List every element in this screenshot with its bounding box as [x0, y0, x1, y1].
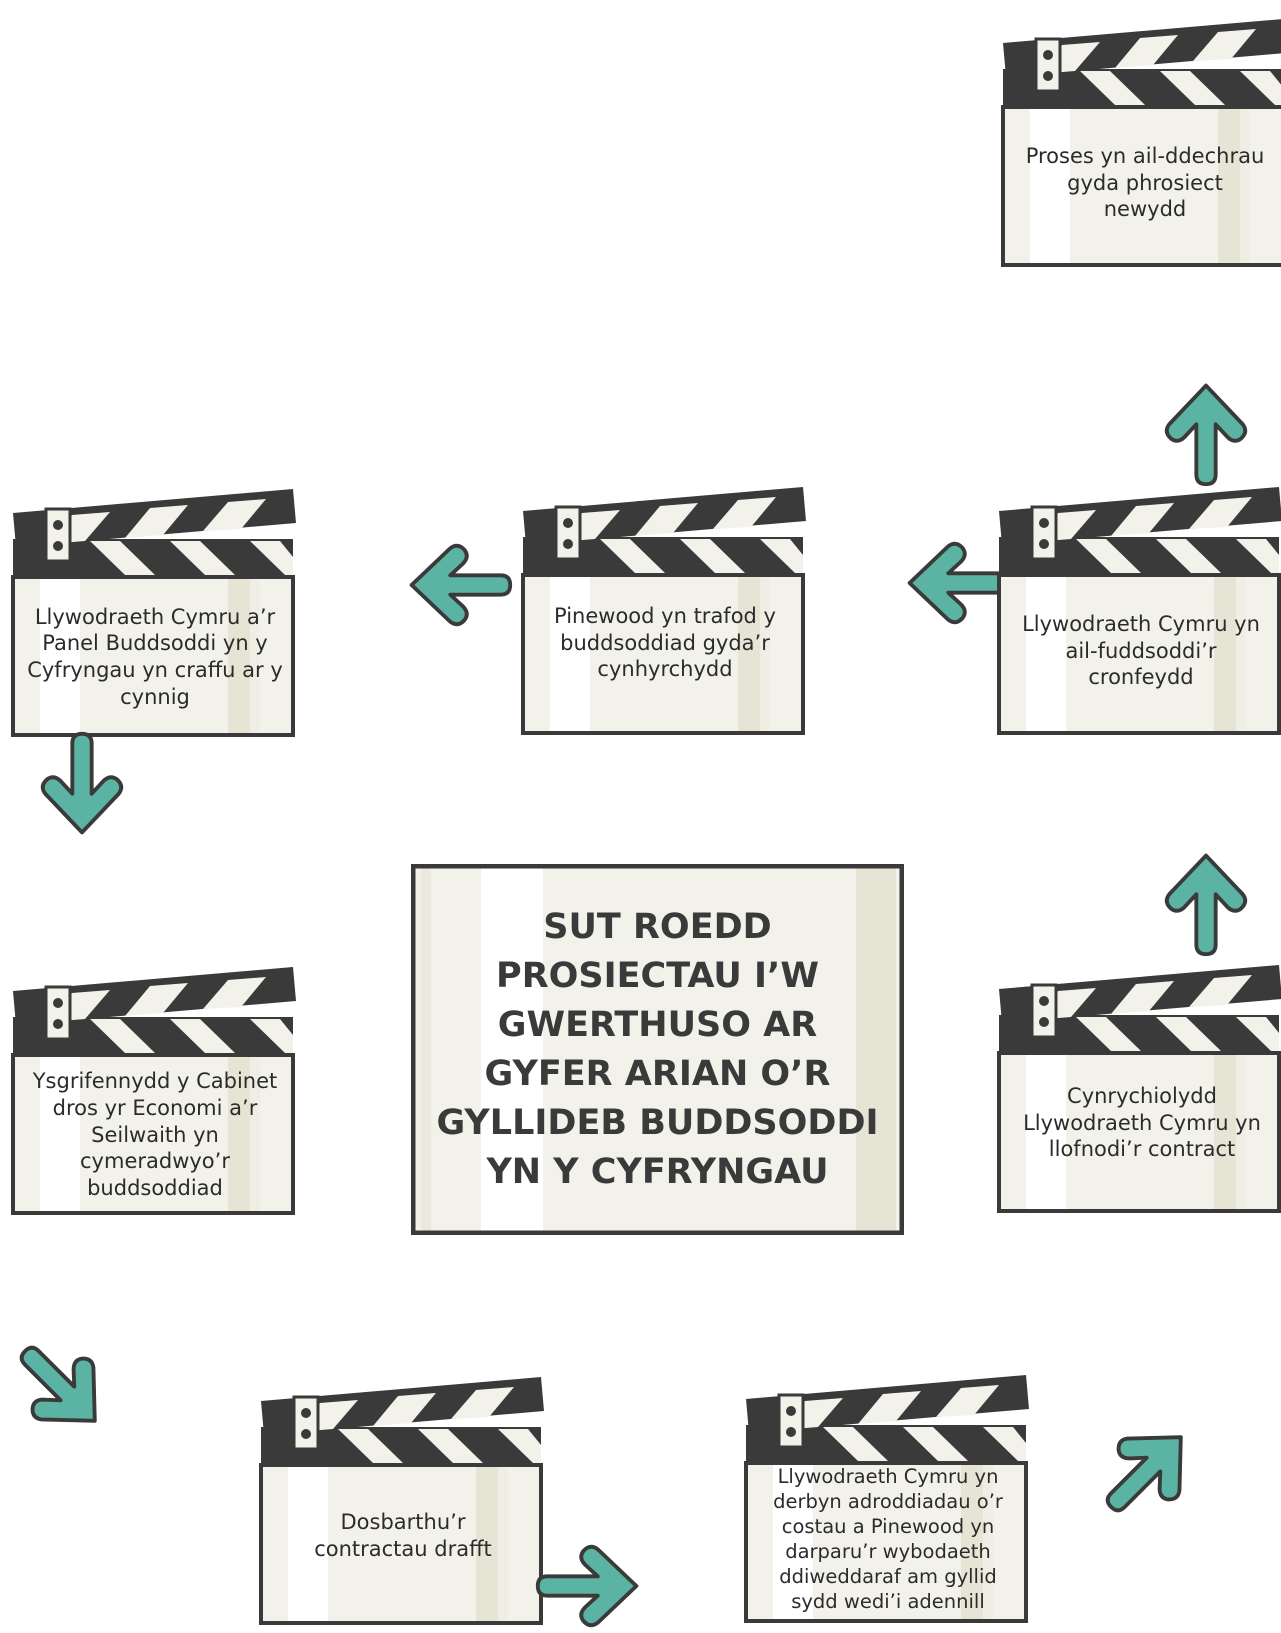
- step-board-1: Llywodraeth Cymru a’r Panel Buddsoddi yn…: [10, 480, 300, 745]
- step-board-8: Proses yn ail-ddechrau gyda phrosiect ne…: [1000, 10, 1281, 275]
- step-4-text: Llywodraeth Cymru yn derbyn adroddiadau …: [773, 1465, 1003, 1613]
- step-board-5: Cynrychiolydd Llywodraeth Cymru yn llofn…: [996, 956, 1281, 1221]
- step-board-4: Llywodraeth Cymru yn derbyn adroddiadau …: [743, 1366, 1033, 1631]
- arrow-down-right-icon: [62, 1306, 226, 1470]
- step-board-3: Dosbarthu’r contractau drafft: [258, 1368, 548, 1633]
- arrow-up-icon: [1090, 316, 1206, 432]
- diagram-title: SUT ROEDD PROSIECTAU I’W GWERTHUSO AR GY…: [436, 906, 879, 1192]
- step-7-text: Pinewood yn trafod y buddsoddiad gyda’r …: [554, 604, 776, 682]
- arrow-up-icon: [1090, 786, 1206, 902]
- arrow-left-icon: [342, 585, 458, 701]
- step-3-text: Dosbarthu’r contractau drafft: [314, 1510, 492, 1561]
- step-board-7: Pinewood yn trafod y buddsoddiad gyda’r …: [520, 478, 810, 743]
- step-board-2: Ysgrifennydd y Cabinet dros yr Economi a…: [10, 958, 300, 1223]
- step-8-text: Proses yn ail-ddechrau gyda phrosiect ne…: [1025, 144, 1265, 222]
- arrow-left-icon: [840, 583, 956, 699]
- arrow-right-icon: [590, 1470, 706, 1586]
- step-2-text: Ysgrifennydd y Cabinet dros yr Economi a…: [32, 1069, 278, 1200]
- step-board-6: Llywodraeth Cymru yn ail-fuddsoddi’r cro…: [996, 478, 1281, 743]
- step-1-text: Llywodraeth Cymru a’r Panel Buddsoddi yn…: [27, 604, 283, 709]
- step-5-text: Cynrychiolydd Llywodraeth Cymru yn llofn…: [1023, 1084, 1261, 1162]
- arrow-down-icon: [82, 786, 198, 902]
- arrow-up-right-icon: [1066, 1306, 1230, 1470]
- diagram-title-box: SUT ROEDD PROSIECTAU I’W GWERTHUSO AR GY…: [411, 864, 904, 1235]
- step-6-text: Llywodraeth Cymru yn ail-fuddsoddi’r cro…: [1022, 612, 1260, 690]
